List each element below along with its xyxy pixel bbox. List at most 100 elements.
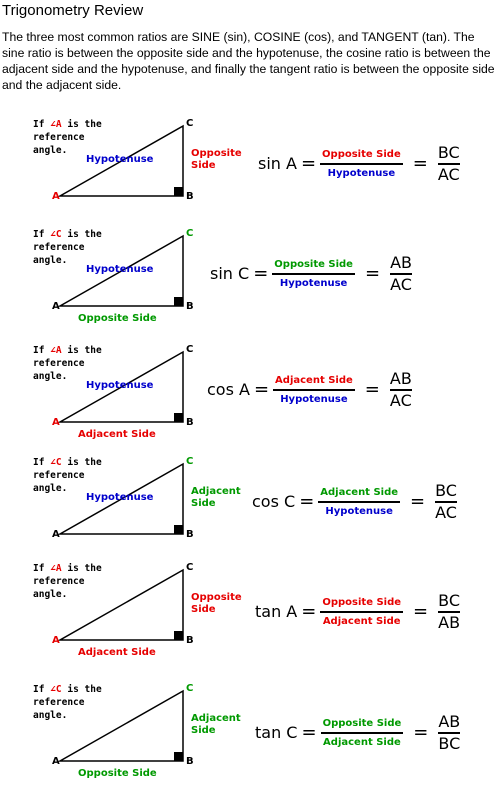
right-side-label: Adjacent Side [191,713,241,736]
equals-sign: = [253,379,270,401]
note-rest: is the [61,457,102,468]
vertex-a-label: A [52,529,60,540]
trig-function: sin A [258,154,297,174]
triangle-outline [57,689,184,762]
note-line2: reference [33,576,85,587]
page-title: Trigonometry Review [2,2,144,19]
hypotenuse-label: Hypotenuse [86,264,154,275]
triangle-outline [57,234,184,307]
triangle-outline [57,350,184,423]
vertex-a-label: A [52,191,60,202]
note-line2: reference [33,358,85,369]
note-rest: is the [61,345,102,356]
angle-symbol: ∠A [50,563,62,574]
ratio-denominator: Hypotenuse [325,505,393,517]
letters-numerator: AB [438,712,461,731]
trig-function: tan C [255,723,298,743]
vertex-b-label: B [186,529,194,540]
vertex-c-label: C [186,228,194,239]
fraction-bar [438,732,461,734]
note-if: If [33,119,51,130]
equals-sign: = [364,263,381,285]
ratio-denominator: Hypotenuse [327,167,396,179]
letters-numerator: BC [438,591,461,610]
right-triangle [57,350,184,423]
bottom-side-label: Opposite Side [78,768,157,779]
vertex-c-label: C [186,562,194,573]
equals-sign: = [410,491,426,513]
letters-numerator: AB [390,253,412,272]
ratio-denominator: Hypotenuse [280,393,348,405]
hypotenuse-label: Hypotenuse [86,154,154,165]
letters-denominator: BC [438,733,461,753]
note-rest: is the [61,229,102,240]
note-line3: angle. [33,371,68,382]
fraction-bar [438,611,461,613]
right-angle-marker [174,297,183,306]
vertex-a-label: A [52,301,60,312]
ratio-numerator: Adjacent Side [275,375,353,386]
right-triangle [57,124,184,197]
note-if: If [33,563,51,574]
equals-sign: = [364,379,380,401]
note-if: If [33,345,51,356]
note-if: If [33,684,51,695]
letters-denominator: AC [390,274,412,294]
triangle-outline [57,124,184,197]
equals-sign: = [301,722,317,744]
letter-ratio: AB BC [438,712,461,753]
note-line3: angle. [33,145,68,156]
vertex-b-label: B [186,635,194,646]
ratio-denominator: Hypotenuse [279,277,348,289]
equals-sign: = [413,601,429,623]
vertex-a-label: A [52,635,60,646]
fraction-bar [390,273,412,275]
ratio-numerator: Opposite Side [322,718,402,729]
right-angle-marker [174,413,183,422]
equals-sign: = [253,263,269,285]
note-line3: angle. [33,710,68,721]
note-line2: reference [33,470,85,481]
right-triangle [57,568,184,641]
vertex-b-label: B [186,756,194,767]
angle-symbol: ∠C [50,457,62,468]
equals-sign: = [301,601,317,623]
right-angle-marker [174,525,183,534]
letters-numerator: BC [437,143,460,162]
ratio-numerator: Adjacent Side [320,487,399,498]
right-side-label: Opposite Side [191,148,242,171]
right-angle-marker [174,631,183,640]
triangle-outline [57,462,184,535]
note-line2: reference [33,132,85,143]
note-rest: is the [61,684,102,695]
hypotenuse-label: Hypotenuse [86,492,154,503]
vertex-a-label: A [52,417,60,428]
bottom-side-label: Opposite Side [78,313,157,324]
fraction-bar [272,273,355,275]
right-triangle [57,234,184,307]
note-line3: angle. [33,255,68,266]
hypotenuse-label: Hypotenuse [86,380,154,391]
bottom-side-label: Adjacent Side [78,429,156,440]
note-if: If [33,229,51,240]
